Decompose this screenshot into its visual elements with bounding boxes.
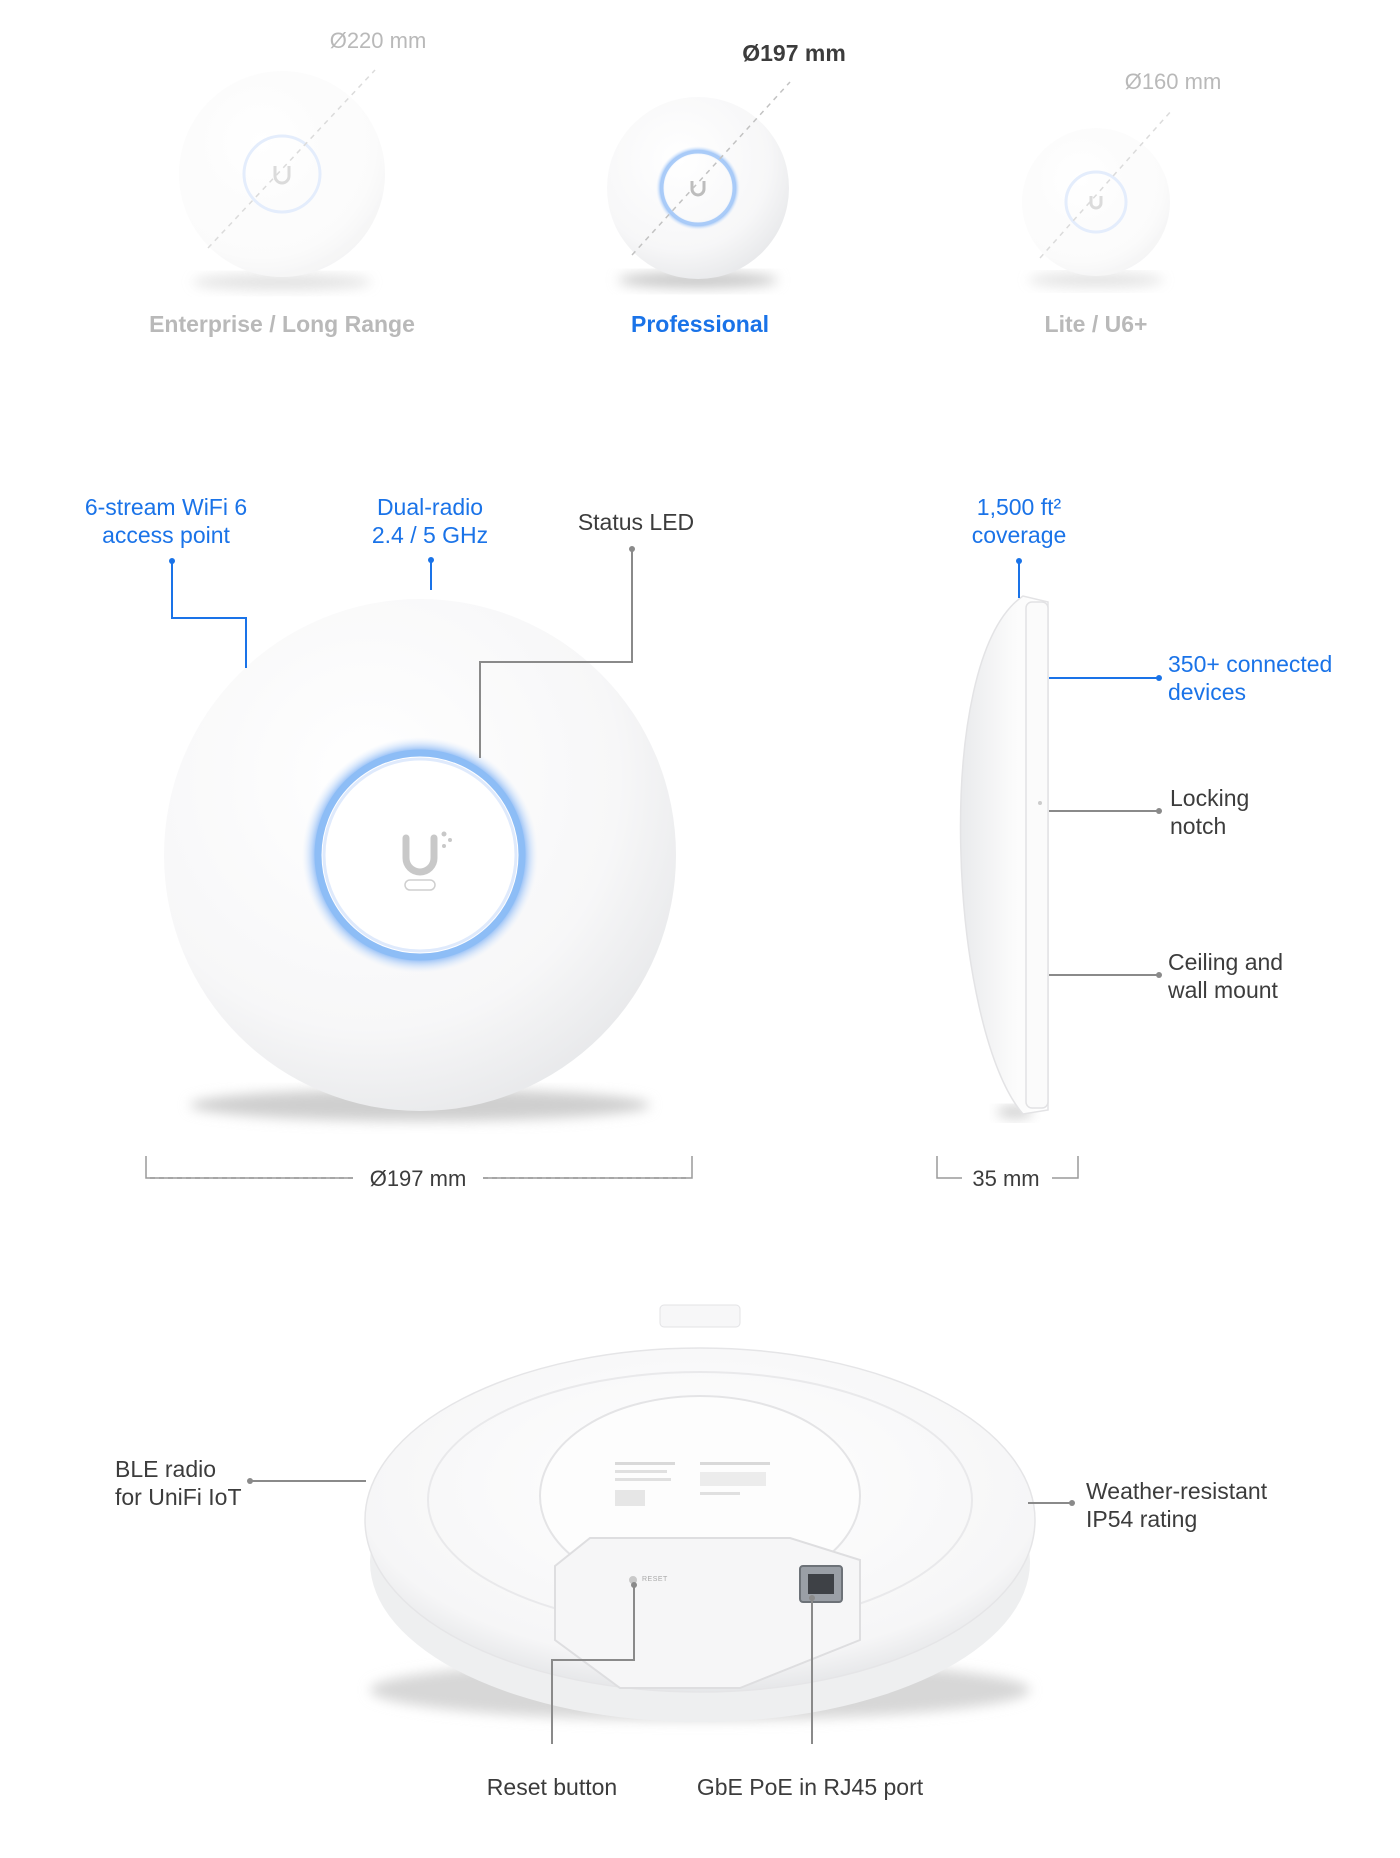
callout-mount-line1: Ceiling and — [1168, 949, 1284, 975]
front-dimension-bracket — [145, 1156, 693, 1179]
callout-coverage-line1: 1,500 ft² — [976, 494, 1062, 520]
professional-model-label[interactable]: Professional — [630, 311, 770, 337]
front-view-device — [164, 599, 676, 1121]
callout-coverage-line2: coverage — [971, 522, 1067, 548]
callout-radio-line2: 2.4 / 5 GHz — [371, 522, 489, 548]
callout-weather: Weather-resistant IP54 rating — [1086, 1477, 1267, 1533]
professional-diameter: Ø197 mm — [742, 40, 846, 66]
callout-port: GbE PoE in RJ45 port — [697, 1773, 923, 1801]
lite-device-image — [1022, 109, 1173, 287]
unifi-logo-icon — [402, 831, 452, 891]
callout-devices: 350+ connected devices — [1168, 650, 1332, 706]
callout-reset-line1: Reset button — [486, 1774, 618, 1800]
callout-port-line1: GbE PoE in RJ45 port — [696, 1774, 924, 1800]
lite-diameter: Ø160 mm — [1124, 69, 1222, 94]
back-leader-lines — [247, 1478, 1075, 1744]
side-view-device — [959, 595, 1049, 1118]
front-dimension-label: Ø197 mm — [369, 1166, 467, 1191]
side-dimension-bracket — [936, 1156, 1079, 1179]
enterprise-diameter: Ø220 mm — [329, 28, 427, 53]
callout-wifi-line2: access point — [102, 522, 230, 548]
callout-status-led: Status LED — [578, 508, 694, 536]
lite-model-label[interactable]: Lite / U6+ — [1044, 311, 1148, 337]
callout-wifi: 6-stream WiFi 6 access point — [85, 493, 247, 549]
callout-reset: Reset button — [487, 1773, 617, 1801]
rj45-port-icon — [799, 1565, 843, 1603]
callout-devices-line1: 350+ connected — [1168, 651, 1333, 677]
callout-ble: BLE radio for UniFi IoT — [115, 1455, 242, 1511]
callout-weather-line2: IP54 rating — [1086, 1506, 1198, 1532]
callout-coverage: 1,500 ft² coverage — [972, 493, 1067, 549]
callout-wifi-line1: 6-stream WiFi 6 — [84, 494, 248, 520]
front-leader-lines — [169, 546, 635, 758]
callout-radio-line1: Dual-radio — [376, 494, 484, 520]
callout-radio: Dual-radio 2.4 / 5 GHz — [372, 493, 488, 549]
enterprise-device-image — [179, 69, 385, 290]
callout-notch-line1: Locking — [1170, 785, 1250, 811]
callout-led-line1: Status LED — [577, 509, 695, 535]
back-view-device — [364, 1304, 1036, 1722]
reset-marking: RESET — [642, 1576, 668, 1583]
callout-ble-line1: BLE radio — [115, 1456, 217, 1482]
side-leader-lines — [1016, 558, 1162, 978]
professional-device-image — [607, 81, 791, 288]
callout-mount: Ceiling and wall mount — [1168, 948, 1283, 1004]
callout-devices-line2: devices — [1168, 679, 1246, 705]
callout-weather-line1: Weather-resistant — [1086, 1478, 1268, 1504]
enterprise-model-label[interactable]: Enterprise / Long Range — [149, 311, 415, 337]
callout-ble-line2: for UniFi IoT — [115, 1484, 242, 1510]
callout-mount-line2: wall mount — [1168, 977, 1278, 1003]
side-dimension-label: 35 mm — [972, 1166, 1040, 1191]
callout-locking-notch: Locking notch — [1170, 784, 1249, 840]
callout-notch-line2: notch — [1170, 813, 1227, 839]
